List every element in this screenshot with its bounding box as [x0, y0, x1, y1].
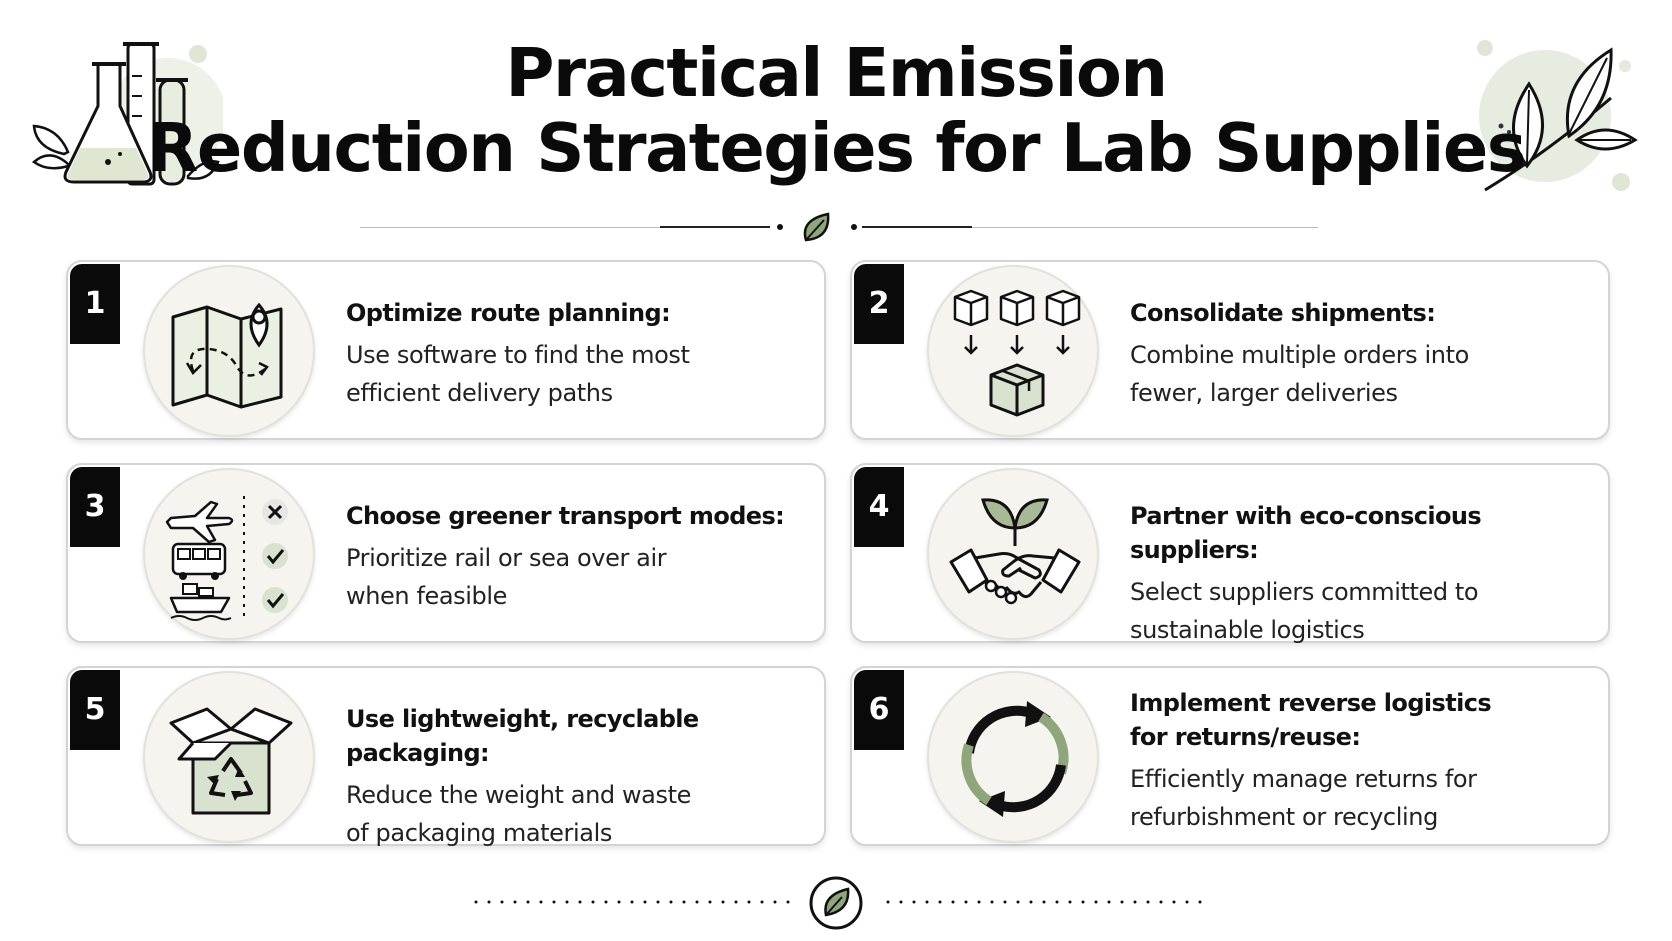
card-text: Choose greener transport modes: Prioriti…: [346, 499, 826, 615]
card-description-line2: of packaging materials: [346, 819, 612, 847]
icon-circle: [143, 671, 315, 843]
card-description-line2: when feasible: [346, 582, 508, 610]
card-description-line1: Prioritize rail or sea over air: [346, 544, 667, 572]
card-description: Use software to find the most efficient …: [346, 336, 826, 412]
card-title: Choose greener transport modes:: [346, 502, 785, 530]
icon-circle: [927, 265, 1099, 437]
card-description-line2: efficient delivery paths: [346, 379, 613, 407]
lab-glassware-icon: [31, 42, 223, 186]
step-number-badge: 3: [70, 467, 120, 547]
step-number-badge: 2: [854, 264, 904, 344]
card-text: Consolidate shipments: Combine multiple …: [1130, 296, 1610, 412]
recyclable-box-icon: [169, 707, 293, 815]
card-title-line1: Implement reverse logistics: [1130, 689, 1492, 717]
strategy-card-1: 1 Optimize route planning: Use software …: [66, 260, 826, 440]
leaf-circle-icon: [809, 876, 863, 930]
leaf-branch-icon: [1477, 40, 1638, 192]
card-title-line2: for returns/reuse:: [1130, 723, 1361, 751]
strategy-card-3: 3 Choose: [66, 463, 826, 643]
page-title-line1: Practical Emission: [505, 34, 1168, 112]
top-divider-right: [862, 226, 972, 228]
strategy-card-6: 6 Implement reverse logistics for return…: [850, 666, 1610, 846]
card-text: Use lightweight, recyclable packaging: R…: [346, 702, 826, 852]
card-title: Partner with eco-conscious suppliers:: [1130, 502, 1482, 564]
card-description: Efficiently manage returns for refurbish…: [1130, 760, 1610, 836]
step-number-badge: 1: [70, 264, 120, 344]
bottom-divider: [474, 900, 1204, 904]
card-description-line2: refurbishment or recycling: [1130, 803, 1438, 831]
card-description-line1: Select suppliers committed to: [1130, 578, 1479, 606]
card-title: Use lightweight, recyclable packaging:: [346, 705, 699, 767]
top-divider-left-thin: [360, 227, 660, 228]
card-description: Combine multiple orders into fewer, larg…: [1130, 336, 1610, 412]
icon-circle: [143, 265, 315, 437]
strategy-card-2: 2 Consolidate shipments: Combine mul: [850, 260, 1610, 440]
card-description-line1: Reduce the weight and waste: [346, 781, 691, 809]
step-number-badge: 6: [854, 670, 904, 750]
top-divider-left: [660, 226, 770, 228]
strategy-card-4: 4 Partner with eco-conscious suppliers: …: [850, 463, 1610, 644]
card-text: Optimize route planning: Use software to…: [346, 296, 826, 412]
card-text: Partner with eco-conscious suppliers: Se…: [1130, 499, 1610, 649]
page-title: Practical Emission Reduction Strategies …: [0, 36, 1672, 186]
icon-circle: [927, 671, 1099, 843]
step-number-badge: 5: [70, 670, 120, 750]
card-text: Implement reverse logistics for returns/…: [1130, 686, 1610, 836]
card-description-line2: sustainable logistics: [1130, 616, 1365, 644]
card-description: Prioritize rail or sea over air when fea…: [346, 539, 826, 615]
card-description-line2: fewer, larger deliveries: [1130, 379, 1398, 407]
consolidate-boxes-icon: [953, 289, 1081, 417]
top-divider-right-thin: [972, 227, 1318, 228]
card-description-line1: Efficiently manage returns for: [1130, 765, 1477, 793]
card-description-line1: Combine multiple orders into: [1130, 341, 1469, 369]
step-number-badge: 4: [854, 467, 904, 547]
leaf-icon: [777, 212, 857, 242]
card-description: Reduce the weight and waste of packaging…: [346, 776, 826, 852]
card-description-line1: Use software to find the most: [346, 341, 690, 369]
card-title: Implement reverse logistics for returns/…: [1130, 686, 1610, 754]
card-title: Optimize route planning:: [346, 299, 671, 327]
handshake-plant-icon: [949, 498, 1081, 605]
card-description: Select suppliers committed to sustainabl…: [1130, 573, 1610, 649]
icon-circle: [927, 468, 1099, 640]
icon-circle: [143, 468, 315, 640]
route-map-icon: [171, 302, 283, 409]
strategy-card-5: 5 Use lightweight, recyclable packaging:…: [66, 666, 826, 847]
page-title-line2: Reduction Strategies for Lab Supplies: [146, 109, 1527, 187]
card-title: Consolidate shipments:: [1130, 299, 1436, 327]
transport-modes-icon: [165, 496, 288, 621]
circular-arrows-icon: [961, 701, 1069, 817]
